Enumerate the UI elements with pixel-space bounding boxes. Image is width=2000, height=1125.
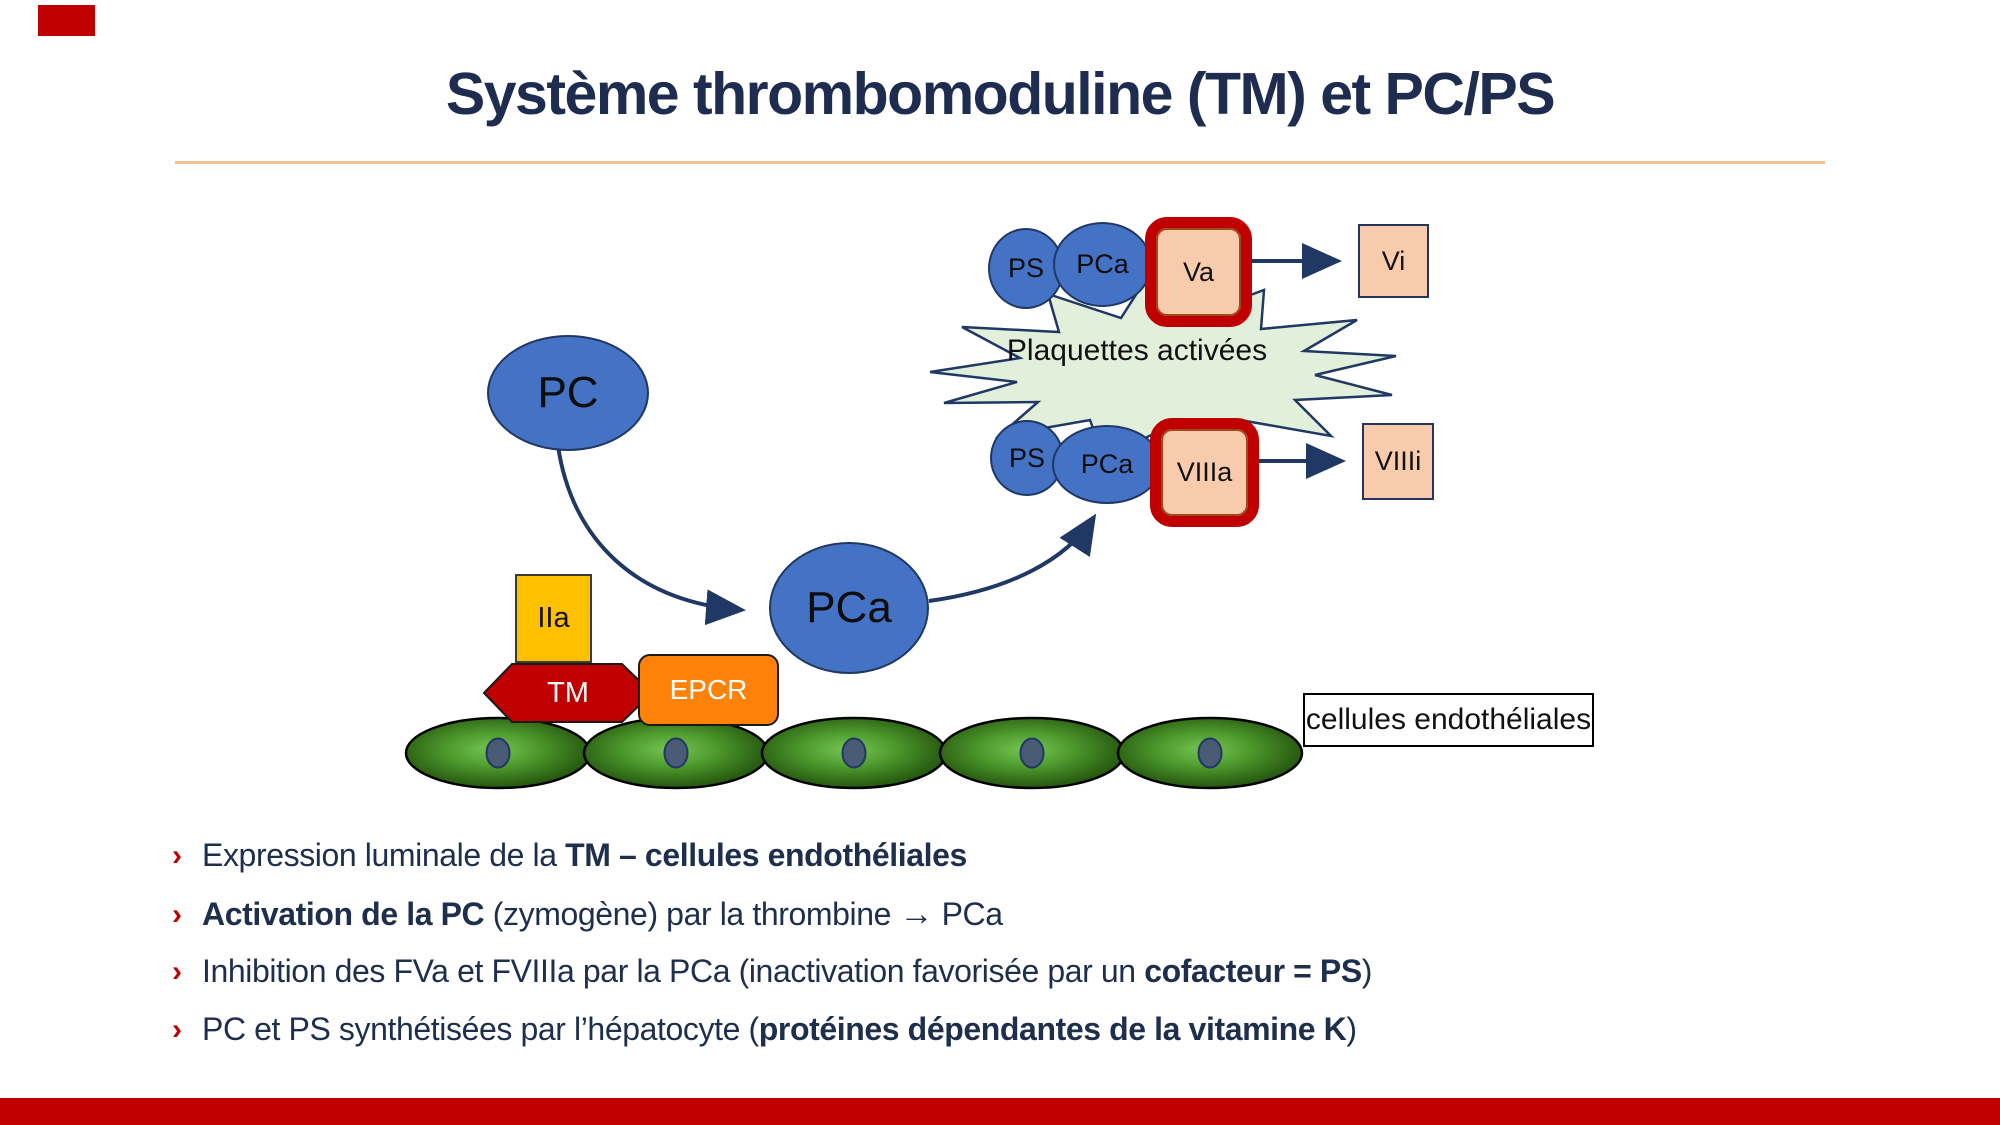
- endothelial-cell: [1116, 716, 1304, 790]
- pc-ellipse: PC: [487, 335, 649, 451]
- vi-box: Vi: [1358, 224, 1429, 298]
- bullet-item: › Expression luminale de la TM – cellule…: [172, 837, 967, 895]
- starburst-label: Plaquettes activées: [1006, 334, 1268, 367]
- bullet-chevron: ›: [172, 898, 182, 931]
- endothelial-cell: [938, 716, 1126, 790]
- cell-nucleus: [485, 737, 511, 769]
- bullet-text: Activation de la PC (zymogène) par la th…: [202, 895, 1003, 933]
- cell-nucleus: [663, 737, 689, 769]
- endothelial-label-box: cellules endothéliales: [1303, 693, 1594, 747]
- arrow-pc-to-pca: [556, 445, 746, 626]
- title-underline: [175, 161, 1825, 164]
- endothelial-cell: [582, 716, 770, 790]
- bullet-chevron: ›: [172, 1013, 182, 1046]
- endothelial-cells: [404, 716, 1304, 790]
- va-box: Va: [1145, 217, 1252, 327]
- viiia-box: VIIIa: [1150, 418, 1259, 527]
- arrow-pca-to-complex: [928, 513, 1097, 603]
- viiii-box: VIIIi: [1362, 423, 1434, 500]
- bullet-text: Inhibition des FVa et FVIIIa par la PCa …: [202, 953, 1373, 989]
- top-left-red-accent: [38, 5, 95, 36]
- upper-ps-circle: PS: [988, 228, 1064, 309]
- tm-label: TM: [547, 676, 589, 709]
- endothelial-cell: [760, 716, 948, 790]
- epcr-box: EPCR: [638, 654, 779, 726]
- lower-ps-circle: PS: [990, 420, 1064, 496]
- upper-pca-ellipse: PCa: [1053, 222, 1152, 307]
- endothelial-cell: [404, 716, 592, 790]
- bullet-text: PC et PS synthétisées par l’hépatocyte (…: [202, 1011, 1357, 1047]
- cell-nucleus: [841, 737, 867, 769]
- iia-box: IIa: [515, 574, 592, 663]
- bullet-item: › Inhibition des FVa et FVIIIa par la PC…: [172, 953, 1372, 1011]
- bullet-text: Expression luminale de la TM – cellules …: [202, 837, 967, 873]
- cell-nucleus: [1019, 737, 1045, 769]
- right-arrow-glyph: →: [899, 895, 934, 933]
- cell-nucleus: [1197, 737, 1223, 769]
- lower-pca-ellipse: PCa: [1052, 425, 1162, 504]
- bullet-chevron: ›: [172, 955, 182, 988]
- bottom-red-bar: [0, 1098, 2000, 1125]
- bullet-item: › Activation de la PC (zymogène) par la …: [172, 895, 1003, 953]
- bullet-chevron: ›: [172, 839, 182, 872]
- page-title: Système thrombomoduline (TM) et PC/PS: [445, 61, 1556, 127]
- bullet-item: › PC et PS synthétisées par l’hépatocyte…: [172, 1011, 1357, 1069]
- pca-ellipse: PCa: [769, 542, 929, 674]
